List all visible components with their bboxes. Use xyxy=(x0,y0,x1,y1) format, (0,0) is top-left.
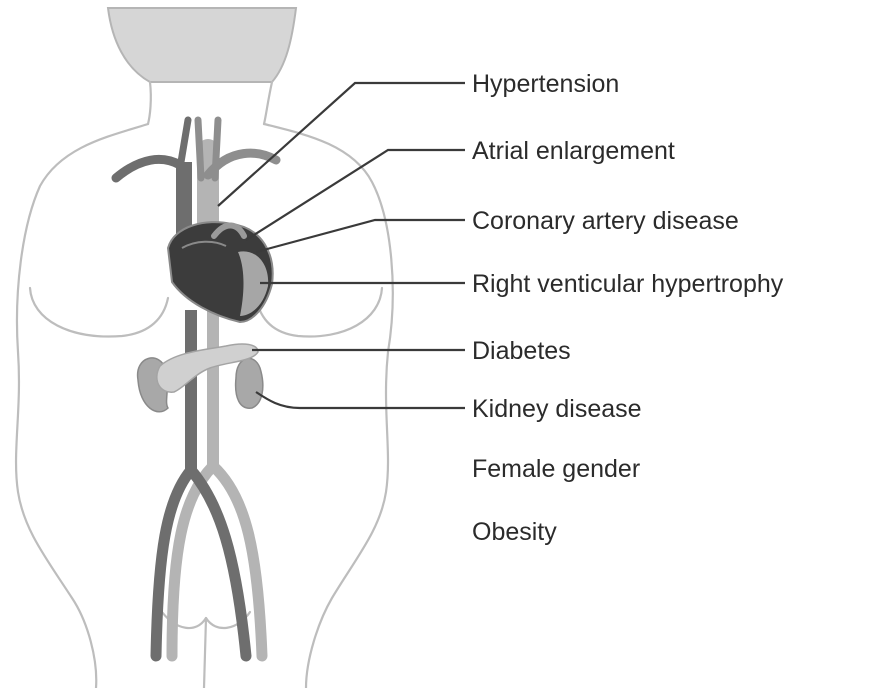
label-atrial-enlargement: Atrial enlargement xyxy=(472,137,675,165)
label-hypertension: Hypertension xyxy=(472,70,619,98)
label-kidney-disease: Kidney disease xyxy=(472,395,642,423)
head-neck xyxy=(108,8,296,124)
label-coronary-artery-disease: Coronary artery disease xyxy=(472,207,739,235)
label-obesity: Obesity xyxy=(472,518,557,546)
heart xyxy=(168,222,273,322)
label-diabetes: Diabetes xyxy=(472,337,571,365)
labels: Hypertension Atrial enlargement Coronary… xyxy=(472,70,784,546)
label-female-gender: Female gender xyxy=(472,455,640,483)
label-right-ventricular-hypertrophy: Right venticular hypertrophy xyxy=(472,270,784,298)
